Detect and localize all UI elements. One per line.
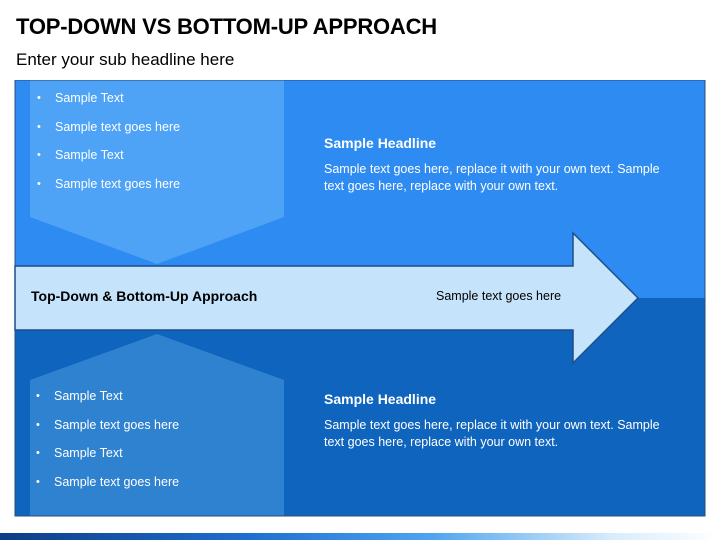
top-text-block: Sample Headline Sample text goes here, r… [324,135,674,195]
top-headline: Sample Headline [324,135,437,151]
list-item: Sample Text [31,147,180,176]
list-item: Sample Text [30,388,179,417]
diagram-graphic [14,80,706,517]
page-subtitle: Enter your sub headline here [16,50,235,69]
bottom-body-text: Sample text goes here, replace it with y… [324,418,660,449]
top-bullet-list: Sample Text Sample text goes here Sample… [31,90,180,205]
bottom-text-block: Sample Headline Sample text goes here, r… [324,391,674,451]
list-item: Sample text goes here [30,474,179,503]
bottom-headline: Sample Headline [324,391,437,407]
footer-gradient-bar [0,533,720,540]
list-item: Sample text goes here [30,417,179,446]
page-title: TOP-DOWN VS BOTTOM-UP APPROACH [16,14,437,39]
top-body-text: Sample text goes here, replace it with y… [324,162,660,193]
list-item: Sample text goes here [31,119,180,148]
list-item: Sample Text [30,445,179,474]
center-arrow [14,231,640,365]
bottom-bullet-list: Sample Text Sample text goes here Sample… [30,388,179,503]
list-item: Sample Text [31,90,180,119]
list-item: Sample text goes here [31,176,180,205]
approach-diagram: Sample Text Sample text goes here Sample… [0,80,720,520]
arrow-label: Top-Down & Bottom-Up Approach [31,288,258,304]
arrow-text: Sample text goes here [436,289,562,303]
